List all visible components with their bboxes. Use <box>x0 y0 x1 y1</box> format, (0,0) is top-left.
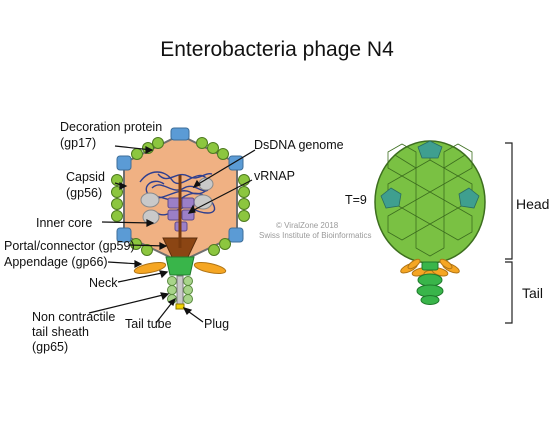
label-capsid: Capsid <box>66 170 105 184</box>
label-inner-core: Inner core <box>36 216 93 230</box>
label-sheath-line1: Non contractile <box>32 310 116 324</box>
capsid-cross-section <box>111 127 250 264</box>
label-sheath-line2: tail sheath <box>32 325 89 339</box>
label-sheath-id: (gp65) <box>32 340 69 354</box>
label-decoration-protein: Decoration protein <box>60 120 163 134</box>
tail-tube <box>176 275 184 305</box>
label-neck: Neck <box>89 276 118 290</box>
label-tail-tube: Tail tube <box>125 317 172 331</box>
label-portal-connector: Portal/connector (gp59) <box>4 239 135 253</box>
pentamer-facets <box>380 140 480 209</box>
label-vrnap: vRNAP <box>254 169 295 183</box>
label-capsid-id: (gp56) <box>66 186 103 200</box>
label-plug: Plug <box>204 317 230 331</box>
tail-external <box>416 261 444 305</box>
appendage-fibers <box>133 261 227 275</box>
tail-plug <box>175 303 185 310</box>
tail-schematic <box>133 256 227 310</box>
label-tail: Tail <box>522 285 544 301</box>
head-facets <box>387 141 473 257</box>
vertex-proteins <box>116 127 244 243</box>
label-triangulation: T=9 <box>345 193 367 207</box>
decoration-protein-beads <box>111 137 250 256</box>
label-head: Head <box>516 196 550 212</box>
label-appendage: Appendage (gp66) <box>4 255 108 269</box>
diagram-title: Enterobacteria phage N4 <box>160 38 394 61</box>
label-decoration-protein-id: (gp17) <box>60 136 97 150</box>
neck <box>165 256 195 276</box>
watermark-institute: Swiss Institute of Bioinformatics <box>259 231 372 240</box>
phage-external-view <box>374 140 486 305</box>
label-dsdna-genome: DsDNA genome <box>254 138 344 152</box>
head-tail-brackets <box>505 142 513 324</box>
leader-lines <box>88 145 256 324</box>
watermark-copyright: © ViralZone 2018 <box>276 221 339 230</box>
